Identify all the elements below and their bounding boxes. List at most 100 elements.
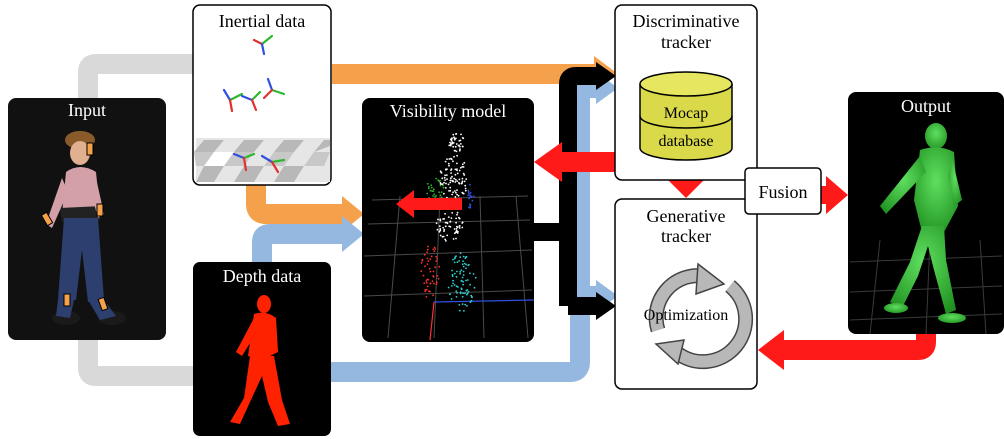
cloud-point bbox=[456, 270, 458, 273]
cloud-point bbox=[432, 248, 435, 251]
cloud-point bbox=[432, 188, 435, 191]
cloud-point bbox=[439, 184, 442, 187]
cloud-point bbox=[437, 218, 439, 221]
cloud-point bbox=[433, 246, 436, 249]
cloud-point bbox=[432, 195, 434, 197]
cloud-point bbox=[445, 174, 448, 177]
cloud-point bbox=[427, 187, 430, 190]
cloud-point bbox=[440, 196, 443, 199]
cloud-point bbox=[426, 263, 429, 265]
output-panel: Output bbox=[848, 92, 1004, 335]
cloud-point bbox=[425, 281, 428, 284]
cloud-point bbox=[442, 186, 445, 189]
cloud-point bbox=[449, 181, 452, 184]
cloud-point bbox=[459, 148, 461, 151]
inertial-data-label: Inertial data bbox=[219, 11, 305, 31]
cloud-point bbox=[442, 235, 445, 238]
cloud-point bbox=[452, 191, 454, 194]
cloud-point bbox=[461, 177, 464, 180]
cloud-point bbox=[444, 187, 447, 189]
discriminative-tracker-label-line2: tracker bbox=[661, 32, 711, 52]
cloud-point bbox=[463, 310, 465, 312]
cloud-point bbox=[458, 169, 461, 172]
cloud-point bbox=[458, 178, 461, 181]
cloud-point bbox=[449, 189, 452, 192]
cloud-point bbox=[433, 250, 436, 253]
cloud-point bbox=[458, 182, 461, 185]
cloud-point bbox=[464, 187, 467, 190]
cloud-point bbox=[453, 261, 456, 264]
sensor-axes-icons bbox=[222, 34, 286, 174]
cloud-point bbox=[461, 226, 464, 229]
input-label: Input bbox=[68, 100, 106, 120]
cloud-point bbox=[473, 195, 475, 198]
cloud-point bbox=[432, 270, 435, 273]
cloud-point bbox=[455, 237, 457, 240]
cloud-point bbox=[465, 263, 467, 266]
cloud-point bbox=[456, 162, 458, 165]
cloud-point bbox=[449, 225, 452, 228]
cloud-point bbox=[455, 217, 457, 220]
cloud-point bbox=[443, 230, 445, 233]
cloud-point bbox=[444, 238, 447, 241]
cloud-point bbox=[452, 282, 454, 285]
discriminative-tracker-label-line1: Discriminative bbox=[633, 11, 740, 31]
cloud-point bbox=[462, 283, 465, 286]
cloud-point bbox=[446, 168, 448, 171]
cloud-point bbox=[457, 144, 460, 147]
cloud-point bbox=[423, 253, 426, 256]
cloud-point bbox=[456, 292, 458, 294]
cloud-point bbox=[458, 225, 461, 227]
cloud-point bbox=[454, 145, 457, 148]
cloud-point bbox=[464, 257, 467, 259]
cloud-point bbox=[452, 238, 455, 240]
cloud-point bbox=[434, 266, 437, 269]
cloud-point bbox=[456, 154, 458, 157]
depth-data-panel: Depth data bbox=[193, 262, 331, 436]
cloud-point bbox=[457, 194, 460, 197]
cloud-point bbox=[426, 192, 429, 195]
cloud-point bbox=[461, 303, 464, 305]
cloud-point bbox=[456, 180, 459, 183]
cloud-point bbox=[452, 142, 455, 144]
cloud-point bbox=[420, 270, 423, 273]
blue-flow bbox=[252, 72, 618, 382]
cloud-point bbox=[448, 164, 450, 167]
cloud-point bbox=[460, 280, 463, 282]
output-grid bbox=[849, 239, 1003, 335]
cloud-point bbox=[425, 280, 428, 282]
axis-line-red bbox=[429, 301, 435, 341]
cloud-point bbox=[456, 211, 459, 214]
cloud-point bbox=[462, 280, 464, 283]
cloud-point bbox=[441, 177, 444, 180]
cloud-point bbox=[426, 257, 429, 260]
cloud-point bbox=[472, 273, 475, 275]
optimization-cycle-icon: Optimization bbox=[644, 262, 754, 370]
generative-tracker-box: Generative tracker Optimization bbox=[614, 198, 758, 390]
cloud-point bbox=[459, 145, 461, 148]
point-cloud bbox=[420, 133, 477, 312]
cloud-point bbox=[432, 294, 434, 297]
cloud-point bbox=[443, 228, 446, 231]
cloud-point bbox=[464, 292, 466, 295]
cloud-point bbox=[455, 275, 458, 278]
cloud-point bbox=[451, 175, 453, 178]
checker-floor bbox=[194, 138, 330, 182]
cloud-point bbox=[450, 139, 453, 142]
cloud-point bbox=[456, 261, 459, 264]
mocap-database-label-line1: Mocap bbox=[664, 105, 708, 122]
cloud-point bbox=[426, 251, 428, 254]
cloud-point bbox=[437, 277, 440, 280]
cloud-point bbox=[456, 193, 458, 196]
cloud-point bbox=[439, 228, 442, 230]
cloud-point bbox=[450, 168, 453, 171]
cloud-point bbox=[451, 285, 453, 287]
cloud-point bbox=[435, 281, 438, 284]
cloud-point bbox=[459, 256, 462, 258]
cloud-point bbox=[454, 168, 457, 171]
cloud-point bbox=[433, 282, 435, 285]
cloud-point bbox=[468, 197, 470, 200]
cloud-point bbox=[451, 137, 453, 140]
cloud-point bbox=[429, 189, 432, 192]
cloud-point bbox=[470, 299, 473, 302]
